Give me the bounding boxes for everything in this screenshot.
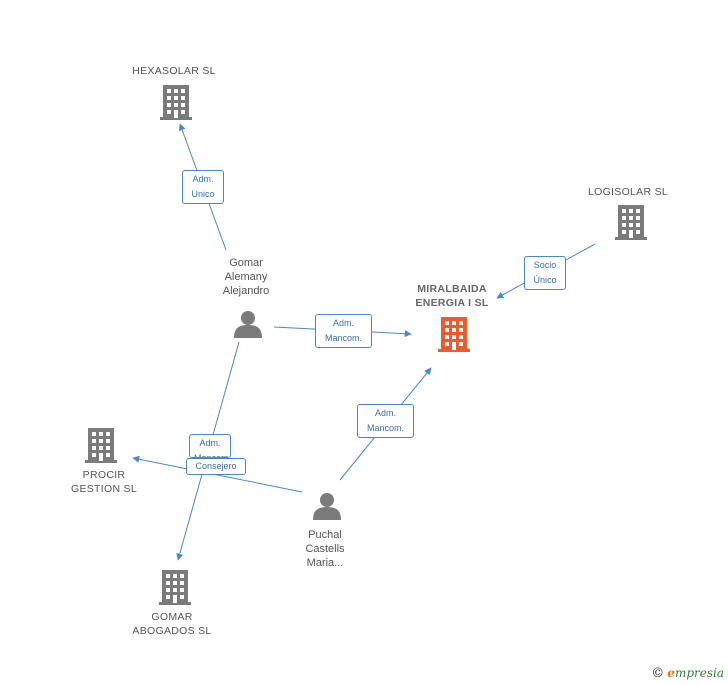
miralbaida-label[interactable]: MIRALBAIDA ENERGIA I SL (415, 283, 489, 309)
edge-label-gomar-procir: Adm. Mancom. (189, 434, 231, 458)
puchal-person-label[interactable]: Puchal Castells Maria... (305, 529, 345, 569)
procir-building-icon[interactable] (85, 428, 117, 463)
hexasolar-label[interactable]: HEXASOLAR SL (132, 65, 216, 77)
gomar-person-label[interactable]: Gomar Alemany Alejandro (222, 257, 270, 297)
edge-label-puchal-miralbaida: Adm. Mancom. (357, 404, 414, 438)
edge-label-puchal-procir: Consejero (186, 458, 246, 475)
gomar-abogados-building-icon[interactable] (159, 570, 191, 605)
brand-name: mpresia (674, 666, 724, 680)
edge-puchal-procir (132, 455, 303, 493)
logisolar-building-icon[interactable] (615, 205, 647, 240)
edge-label-gomar-miralbaida: Adm. Mancom. (315, 314, 372, 348)
puchal-person-icon[interactable] (313, 493, 341, 520)
gomar-person-icon[interactable] (234, 311, 262, 338)
edge-label-logisolar-miralbaida: Socio Único (524, 256, 566, 290)
copyright-symbol: © (651, 666, 665, 681)
edge-label-gomar-hexasolar: Adm. Unico (182, 170, 224, 204)
gomar-abogados-label[interactable]: GOMAR ABOGADOS SL (132, 611, 212, 637)
miralbaida-building-icon[interactable] (438, 317, 470, 352)
brand-initial: e (667, 666, 675, 680)
logisolar-label[interactable]: LOGISOLAR SL (587, 186, 669, 198)
hexasolar-building-icon[interactable] (160, 85, 192, 120)
procir-label[interactable]: PROCIR GESTION SL (70, 469, 137, 495)
empresia-watermark[interactable]: ©empresia (651, 666, 724, 681)
